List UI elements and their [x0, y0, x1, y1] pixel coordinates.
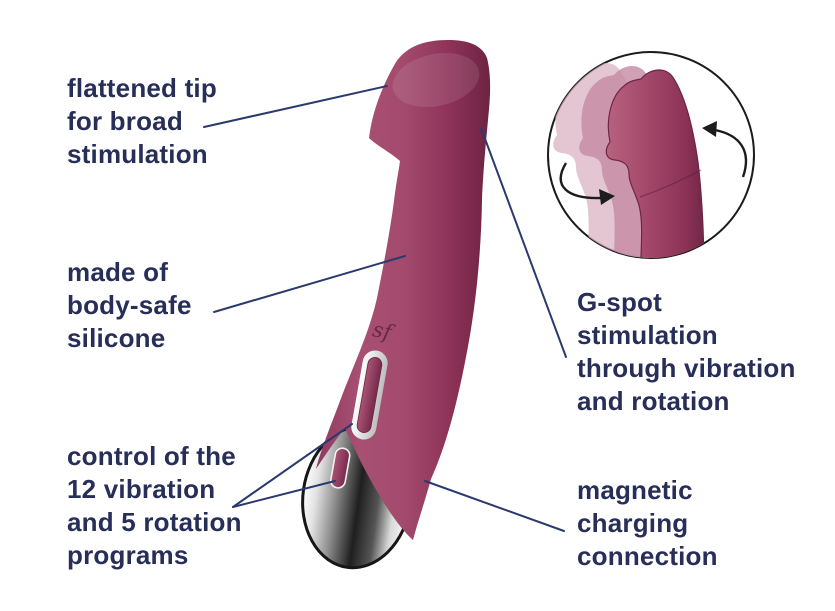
label-line: G-spot — [577, 287, 662, 317]
label-line: silicone — [67, 323, 166, 353]
lower-control-button — [329, 447, 351, 489]
label-flattened-tip: flattened tip for broad stimulation — [67, 72, 217, 171]
label-line: charging — [577, 508, 689, 538]
leader-line-g-spot — [480, 127, 567, 358]
label-line: stimulation — [67, 139, 208, 169]
label-line: connection — [577, 541, 718, 571]
label-line: 12 vibration — [67, 474, 216, 504]
label-control: control of the 12 vibration and 5 rotati… — [67, 440, 242, 572]
label-line: body-safe — [67, 290, 192, 320]
label-line: control of the — [67, 441, 236, 471]
label-line: and 5 rotation — [67, 507, 242, 537]
label-g-spot: G-spot stimulation through vibration and… — [577, 286, 796, 418]
label-line: made of — [67, 257, 169, 287]
leader-line-made-of — [213, 255, 406, 313]
control-buttons — [329, 350, 388, 489]
rotation-inset — [547, 51, 755, 259]
tip-seam — [639, 169, 702, 198]
label-line: and rotation — [577, 386, 730, 416]
label-line: stimulation — [577, 320, 718, 350]
label-line: flattened tip — [67, 73, 217, 103]
rotation-arrow-right-icon — [702, 121, 748, 178]
label-line: programs — [67, 540, 189, 570]
label-magnetic: magnetic charging connection — [577, 474, 718, 573]
label-line: magnetic — [577, 475, 693, 505]
device: sf — [301, 40, 491, 570]
leader-line-magnetic — [424, 480, 565, 532]
head-highlight — [392, 52, 480, 108]
leader-line-control-lower — [232, 480, 336, 508]
upper-control-button — [356, 357, 383, 433]
label-line: for broad — [67, 106, 183, 136]
leader-line-control-upper — [232, 423, 353, 508]
leader-lines — [203, 85, 567, 532]
label-line: through vibration — [577, 353, 796, 383]
leader-line-flattened-tip — [203, 85, 388, 128]
label-made-of: made of body-safe silicone — [67, 256, 192, 355]
rotation-arrow-left-icon — [559, 162, 615, 205]
